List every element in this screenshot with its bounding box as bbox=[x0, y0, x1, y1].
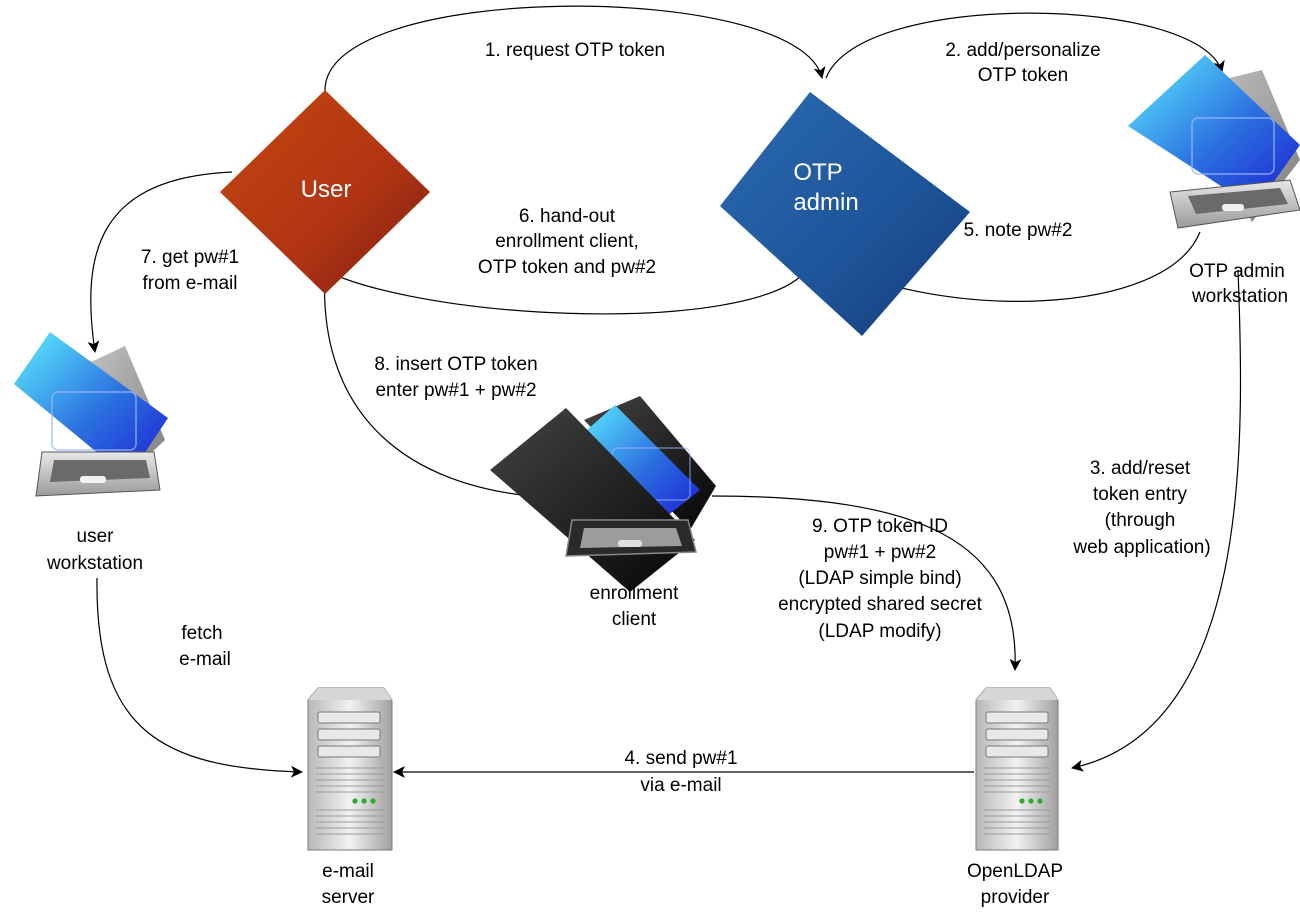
enrollment-client-label-line2: client bbox=[612, 609, 657, 630]
edge-add-personalize-otp-token bbox=[825, 12, 1225, 79]
otp-admin-node: OTP admin bbox=[720, 92, 970, 336]
user-workstation-label-line1: user bbox=[77, 526, 115, 547]
edge-get-pw1 bbox=[87, 171, 233, 353]
user-diamond bbox=[220, 90, 430, 294]
edge-label-step6-line3: OTP token and pw#2 bbox=[478, 257, 656, 278]
edge-label-step3-line4: web application) bbox=[1072, 537, 1210, 558]
edge-label-step9-line4: encrypted shared secret bbox=[778, 594, 983, 615]
edge-label-step7-line2: from e-mail bbox=[142, 273, 237, 294]
edge-label-step3-line2: token entry bbox=[1093, 484, 1187, 505]
email-server-icon bbox=[307, 687, 393, 851]
edge-enrollment-ldap bbox=[711, 495, 1022, 671]
otp-admin-workstation-icon bbox=[1128, 55, 1300, 229]
edge-label-step2-line1: 2. add/personalize bbox=[945, 40, 1100, 61]
user-workstation-label-line2: workstation bbox=[46, 553, 143, 574]
user-workstation-icon bbox=[14, 332, 168, 497]
enrollment-client-icon bbox=[490, 396, 716, 592]
edge-request-otp-token bbox=[324, 5, 826, 93]
enrollment-client-label-line1: enrollment bbox=[590, 583, 679, 604]
otp-admin-workstation-label-line1: OTP admin bbox=[1189, 261, 1285, 282]
user-node: User bbox=[220, 90, 430, 294]
edge-label-step1: 1. request OTP token bbox=[485, 40, 665, 61]
edge-label-step3-line1: 3. add/reset bbox=[1090, 458, 1191, 479]
edge-label-fetch-line1: fetch bbox=[181, 623, 222, 644]
otp-admin-label-line1: OTP bbox=[793, 159, 842, 186]
edges bbox=[87, 5, 1242, 778]
edge-add-reset-token-entry bbox=[1071, 269, 1242, 772]
edge-label-step9-line1: 9. OTP token ID bbox=[812, 516, 948, 537]
email-server-label-line2: server bbox=[322, 887, 375, 908]
edge-label-step3-line3: (through bbox=[1105, 510, 1176, 531]
otp-admin-label-line2: admin bbox=[793, 189, 858, 216]
edge-fetch-email bbox=[96, 577, 303, 778]
edge-label-step8-line1: 8. insert OTP token bbox=[374, 354, 537, 375]
edge-label-step7-line1: 7. get pw#1 bbox=[141, 247, 239, 268]
edge-label-step4-line2: via e-mail bbox=[640, 775, 721, 796]
edge-hand-out bbox=[304, 257, 809, 315]
edge-label-step9-line2: pw#1 + pw#2 bbox=[824, 542, 937, 563]
openldap-provider-label-line2: provider bbox=[981, 887, 1050, 908]
edge-label-step6-line2: enrollment client, bbox=[495, 231, 639, 252]
openldap-provider-icon bbox=[975, 687, 1059, 851]
openldap-provider-label-line1: OpenLDAP bbox=[967, 861, 1063, 882]
edge-label-step6-line1: 6. hand-out bbox=[519, 206, 616, 227]
edge-insert-otp-token bbox=[323, 271, 557, 504]
edge-label-step8-line2: enter pw#1 + pw#2 bbox=[375, 380, 536, 401]
edge-label-step4-line1: 4. send pw#1 bbox=[624, 748, 737, 769]
edge-label-fetch-line2: e-mail bbox=[179, 649, 231, 670]
email-server-label-line1: e-mail bbox=[322, 861, 374, 882]
otp-admin-diamond bbox=[720, 92, 970, 336]
edge-label-step9-line5: (LDAP modify) bbox=[818, 621, 941, 642]
otp-admin-workstation-label-line2: workstation bbox=[1191, 286, 1288, 307]
edge-label-step2-line2: OTP token bbox=[978, 65, 1068, 86]
user-label: User bbox=[301, 176, 352, 203]
edge-label-step5: 5. note pw#2 bbox=[964, 220, 1073, 241]
edge-label-step9-line3: (LDAP simple bind) bbox=[798, 568, 961, 589]
